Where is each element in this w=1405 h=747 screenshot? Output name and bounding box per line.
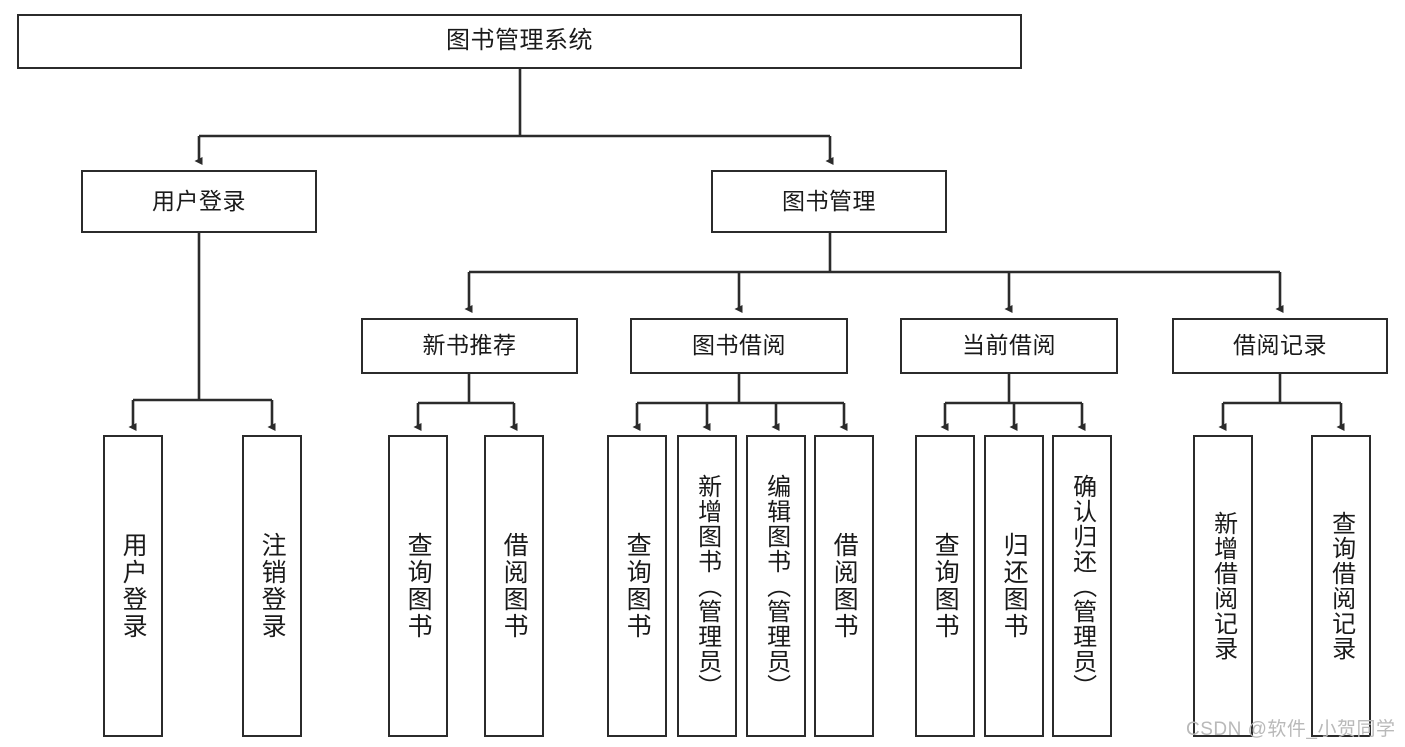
node-current-borrowing[interactable]: 当前借阅 [900, 318, 1118, 374]
node-label: 借阅记录 [1233, 332, 1327, 359]
leaf-logout[interactable]: 注销登录 [242, 435, 302, 737]
leaf-query-borrowing-record[interactable]: 查询借阅记录 [1311, 435, 1371, 737]
node-label: 确认归还（管理员） [1068, 473, 1096, 699]
node-label: 用户登录 [152, 187, 246, 214]
leaf-add-book-admin[interactable]: 新增图书（管理员） [677, 435, 737, 737]
node-label: 图书管理 [782, 187, 876, 214]
node-label: 借阅图书 [830, 532, 859, 640]
leaf-edit-book-admin[interactable]: 编辑图书（管理员） [746, 435, 806, 737]
node-label: 新增图书（管理员） [693, 473, 721, 699]
node-label: 注销登录 [258, 532, 287, 640]
node-label: 新书推荐 [422, 332, 517, 359]
node-label: 当前借阅 [962, 332, 1056, 359]
node-label: 查询图书 [931, 532, 960, 640]
leaf-borrow-books-recommendation[interactable]: 借阅图书 [484, 435, 544, 737]
node-new-book-recommendation[interactable]: 新书推荐 [361, 318, 578, 374]
node-label: 查询借阅记录 [1327, 511, 1355, 661]
leaf-return-books[interactable]: 归还图书 [984, 435, 1044, 737]
node-label: 查询图书 [623, 532, 652, 640]
node-label: 图书借阅 [692, 332, 786, 359]
node-label: 查询图书 [404, 532, 433, 640]
node-label: 新增借阅记录 [1209, 511, 1237, 661]
leaf-add-borrowing-record[interactable]: 新增借阅记录 [1193, 435, 1253, 737]
leaf-confirm-return-admin[interactable]: 确认归还（管理员） [1052, 435, 1112, 737]
watermark: CSDN @软件_小贺同学 [1186, 719, 1396, 740]
node-label: 图书管理系统 [446, 27, 593, 55]
node-label: 借阅图书 [500, 532, 529, 640]
node-label: 用户登录 [119, 532, 148, 640]
leaf-borrow-books-borrowing[interactable]: 借阅图书 [814, 435, 874, 737]
node-label: 归还图书 [1000, 532, 1029, 640]
node-borrowing-records[interactable]: 借阅记录 [1172, 318, 1388, 374]
node-book-borrowing[interactable]: 图书借阅 [630, 318, 848, 374]
node-book-management[interactable]: 图书管理 [711, 170, 947, 233]
leaf-user-login[interactable]: 用户登录 [103, 435, 163, 737]
leaf-query-books-current[interactable]: 查询图书 [915, 435, 975, 737]
node-label: 编辑图书（管理员） [762, 473, 790, 699]
node-root-book-management-system[interactable]: 图书管理系统 [17, 14, 1022, 69]
node-user-login[interactable]: 用户登录 [81, 170, 317, 233]
leaf-query-books-borrowing[interactable]: 查询图书 [607, 435, 667, 737]
leaf-query-books-recommendation[interactable]: 查询图书 [388, 435, 448, 737]
